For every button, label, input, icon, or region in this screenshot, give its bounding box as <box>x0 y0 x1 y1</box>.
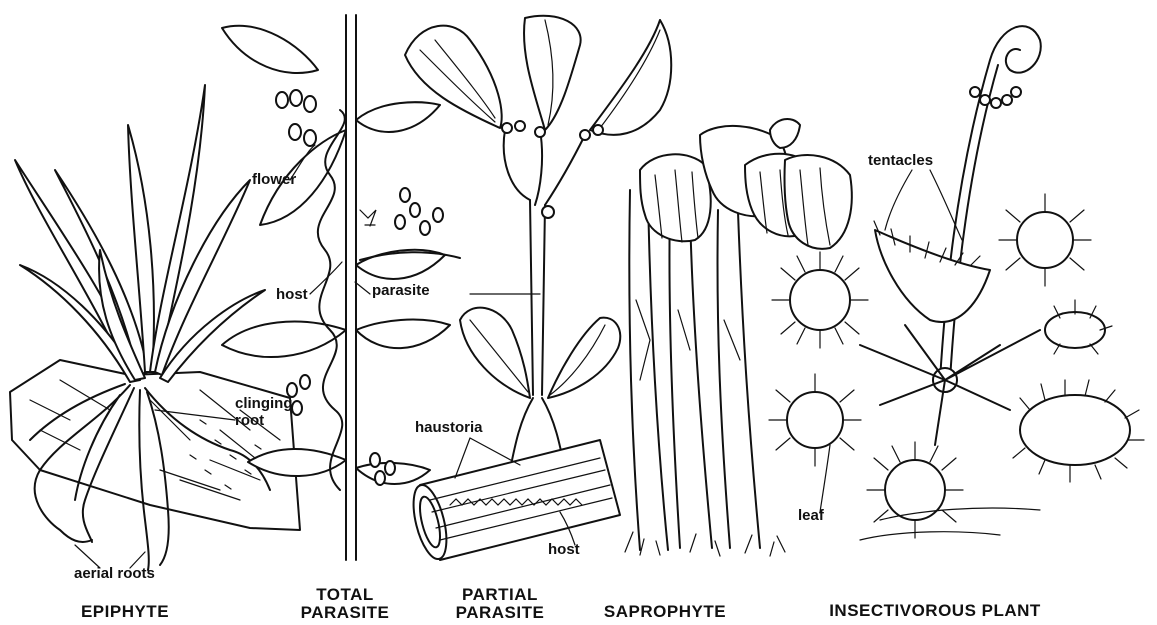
label-flower: flower <box>252 172 296 188</box>
caption-partial-parasite-line2: PARASITE <box>435 603 565 622</box>
caption-total-parasite-line1: TOTAL <box>280 585 410 604</box>
tentacled-leaves <box>787 212 1130 520</box>
label-leaf: leaf <box>798 508 824 524</box>
insectivorous-illustration <box>769 26 1144 540</box>
label-tentacles: tentacles <box>868 153 933 169</box>
label-host-total: host <box>276 287 308 303</box>
saprophyte-illustration <box>625 119 852 556</box>
label-aerial-roots: aerial roots <box>74 566 155 582</box>
label-haustoria: haustoria <box>415 420 483 436</box>
label-clinging: clinging <box>235 396 293 412</box>
caption-saprophyte: SAPROPHYTE <box>590 602 740 621</box>
caption-insectivorous-plant: INSECTIVOROUS PLANT <box>820 601 1050 620</box>
partial-parasite-illustration <box>405 16 671 562</box>
caption-total-parasite-line2: PARASITE <box>280 603 410 622</box>
label-root: root <box>235 413 264 429</box>
label-host-partial: host <box>548 542 580 558</box>
caption-epiphyte: EPIPHYTE <box>60 602 190 621</box>
label-parasite: parasite <box>372 283 430 299</box>
caption-partial-parasite-line1: PARTIAL <box>435 585 565 604</box>
